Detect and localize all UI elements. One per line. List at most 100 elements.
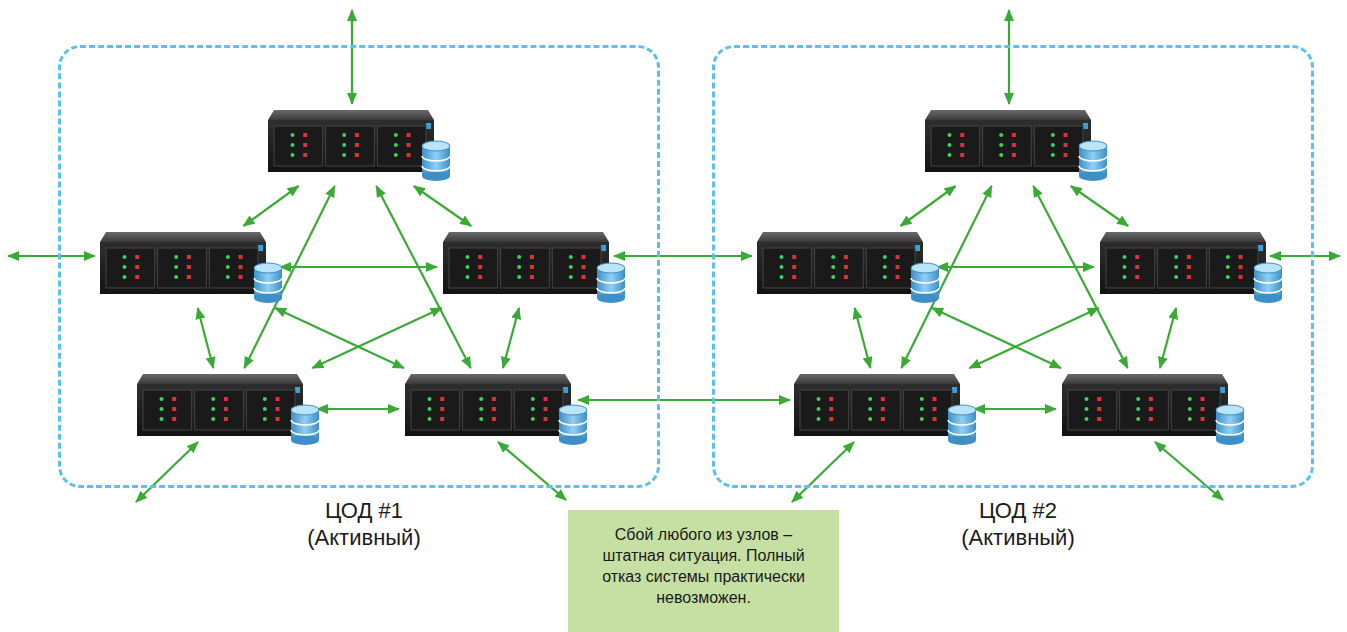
status-dot — [1084, 407, 1088, 411]
drive-bay — [501, 248, 550, 288]
database-top — [254, 263, 282, 273]
status-dot — [1226, 255, 1230, 259]
database-icon — [911, 263, 939, 303]
status-dot — [1084, 417, 1088, 421]
link-arrow — [1008, 10, 1010, 104]
drive-bay — [983, 126, 1032, 166]
status-dot — [440, 417, 444, 421]
status-dot — [174, 255, 178, 259]
status-dot — [792, 275, 796, 279]
server-led — [1220, 387, 1225, 393]
status-dot — [999, 143, 1003, 147]
status-dot — [1136, 397, 1140, 401]
database-icon — [1079, 141, 1107, 181]
server-front — [794, 384, 960, 436]
status-dot — [531, 417, 535, 421]
status-dot — [960, 153, 964, 157]
status-dot — [1239, 275, 1243, 279]
server-icon — [100, 232, 282, 303]
server-led — [295, 387, 300, 393]
status-dot — [492, 397, 496, 401]
database-bottom — [254, 293, 282, 303]
status-dot — [342, 133, 346, 137]
server-front — [443, 242, 609, 294]
link-arrow — [969, 308, 1098, 368]
drive-bay — [326, 126, 375, 166]
server-icon — [1062, 374, 1244, 445]
server-icon — [405, 374, 587, 445]
drive-bay — [143, 390, 192, 430]
drive-bay — [1034, 126, 1083, 166]
database-band — [597, 288, 625, 293]
server-front — [137, 384, 303, 436]
database-band — [1079, 156, 1107, 161]
region-heading: ЦОД #2 (Активный) — [948, 497, 1088, 551]
status-dot — [831, 255, 835, 259]
status-dot — [517, 265, 521, 269]
status-dot — [1064, 133, 1068, 137]
status-dot — [1201, 407, 1205, 411]
server-top — [794, 374, 960, 384]
status-dot — [1174, 265, 1178, 269]
drive-bay — [274, 126, 323, 166]
database-top — [559, 405, 587, 415]
status-dot — [394, 133, 398, 137]
drive-bay — [552, 248, 601, 288]
status-dot — [263, 407, 267, 411]
status-dot — [999, 133, 1003, 137]
status-dot — [1201, 397, 1205, 401]
status-dot — [530, 255, 534, 259]
server-top — [137, 374, 303, 384]
status-dot — [407, 133, 411, 137]
status-dot — [440, 407, 444, 411]
status-dot — [1188, 407, 1192, 411]
link-arrow — [932, 308, 1061, 368]
status-dot — [239, 265, 243, 269]
drive-bay — [815, 248, 864, 288]
status-dot — [531, 407, 535, 411]
database-band — [291, 420, 319, 425]
server-led — [563, 387, 568, 393]
status-dot — [829, 397, 833, 401]
server-front — [268, 120, 434, 172]
database-icon — [254, 263, 282, 303]
status-dot — [530, 275, 534, 279]
status-dot — [1122, 265, 1126, 269]
drive-bay — [1158, 248, 1207, 288]
link-arrow — [244, 186, 334, 368]
status-dot — [172, 397, 176, 401]
drive-bay — [763, 248, 812, 288]
status-dot — [226, 255, 230, 259]
drive-bay — [1068, 390, 1117, 430]
status-dot — [844, 255, 848, 259]
status-dot — [999, 153, 1003, 157]
database-top — [1079, 141, 1107, 151]
status-dot — [211, 417, 215, 421]
server-icon — [925, 110, 1107, 181]
data-center-region: ЦОД #2 (Активный) — [712, 45, 1314, 488]
drive-bay — [106, 248, 155, 288]
status-dot — [844, 265, 848, 269]
status-dot — [831, 265, 835, 269]
status-dot — [792, 255, 796, 259]
status-dot — [933, 407, 937, 411]
database-icon — [291, 405, 319, 445]
status-dot — [582, 255, 586, 259]
drive-bay — [449, 248, 498, 288]
status-dot — [816, 417, 820, 421]
status-dot — [920, 417, 924, 421]
status-dot — [224, 407, 228, 411]
server-front — [405, 384, 571, 436]
status-dot — [135, 255, 139, 259]
database-icon — [422, 141, 450, 181]
data-center-region: ЦОД #1 (Активный) — [58, 45, 660, 488]
database-top — [1254, 263, 1282, 273]
database-bottom — [559, 435, 587, 445]
status-dot — [868, 397, 872, 401]
status-dot — [829, 417, 833, 421]
link-arrow — [136, 442, 198, 502]
status-dot — [531, 397, 535, 401]
status-dot — [896, 255, 900, 259]
database-band — [254, 278, 282, 283]
database-band — [948, 420, 976, 425]
